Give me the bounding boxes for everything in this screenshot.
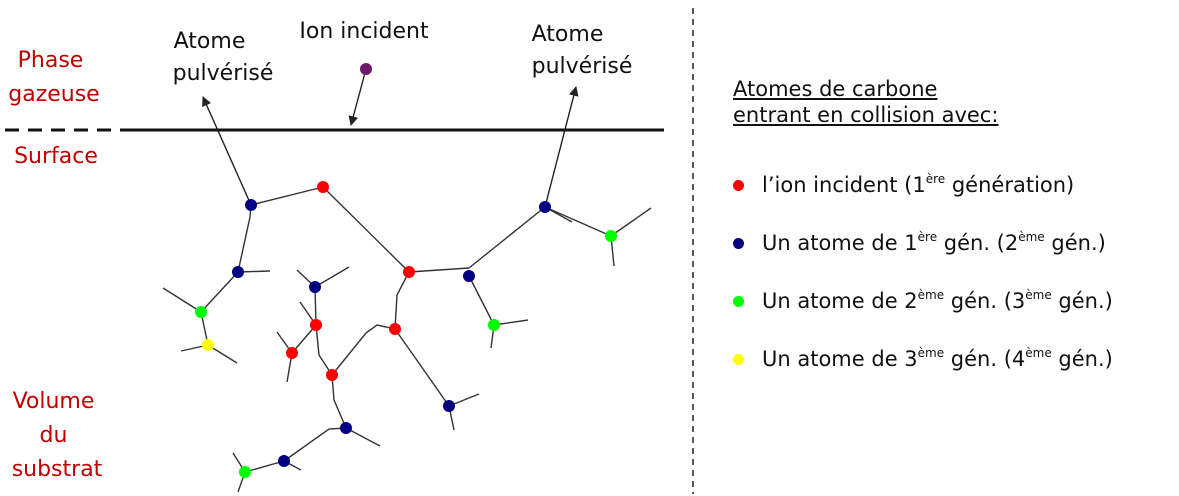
collision-track bbox=[237, 204, 252, 273]
legend-item: Un atome de 1ère gén. (2ème gén.) bbox=[733, 215, 1113, 273]
carbon-atom-gen1 bbox=[403, 266, 415, 278]
collision-track bbox=[331, 374, 347, 429]
collision-track bbox=[322, 186, 410, 273]
legend-item: Un atome de 3ème gén. (4ème gén.) bbox=[733, 331, 1113, 389]
collision-track bbox=[345, 427, 381, 447]
carbon-atom-gen3 bbox=[605, 230, 617, 242]
carbon-atom-gen1 bbox=[286, 347, 298, 359]
carbon-atom-gen1 bbox=[310, 319, 322, 331]
collision-tracks bbox=[162, 186, 652, 493]
carbon-atom-gen3 bbox=[239, 466, 251, 478]
carbon-atom-gen2 bbox=[232, 266, 244, 278]
carbon-atom-gen2 bbox=[278, 455, 290, 467]
legend-dot-icon bbox=[733, 238, 744, 249]
carbon-atom-gen3 bbox=[195, 306, 207, 318]
collision-track bbox=[314, 286, 317, 326]
legend-item-text: l’ion incident (1ère génération) bbox=[762, 172, 1075, 198]
collision-track bbox=[250, 186, 324, 206]
legend-dot-icon bbox=[733, 296, 744, 307]
collision-track bbox=[291, 324, 317, 354]
carbon-atom-gen1 bbox=[317, 181, 329, 193]
surface-label: Surface bbox=[14, 144, 98, 169]
collision-track bbox=[244, 460, 285, 473]
carbon-atom-gen2 bbox=[539, 201, 551, 213]
legend-item-text: Un atome de 2ème gén. (3ème gén.) bbox=[762, 288, 1113, 314]
substrate-volume-label: Volume du substrat bbox=[12, 389, 103, 482]
legend-item-text: Un atome de 1ère gén. (2ème gén.) bbox=[762, 230, 1106, 256]
legend-title-line-2: entrant en collision avec: bbox=[733, 103, 999, 128]
gas-phase-label: Phase gazeuse bbox=[8, 48, 99, 107]
sputtered-atom-right-label: Atome pulvérisé bbox=[532, 22, 633, 79]
collision-track bbox=[544, 206, 612, 237]
collision-track bbox=[331, 324, 396, 376]
collision-track bbox=[468, 275, 495, 326]
legend-dot-icon bbox=[733, 180, 744, 191]
legend-items: l’ion incident (1ère génération) Un atome… bbox=[733, 157, 1113, 389]
trajectory-arrow bbox=[544, 86, 579, 208]
carbon-atom-gen2 bbox=[309, 281, 321, 293]
carbon-atom-gen2 bbox=[245, 199, 257, 211]
collision-track bbox=[408, 267, 470, 273]
carbon-atom-gen2 bbox=[340, 422, 352, 434]
trajectory-arrow bbox=[202, 96, 252, 206]
carbon-atom-gen2 bbox=[463, 270, 475, 282]
collision-track bbox=[610, 207, 652, 237]
collision-track bbox=[468, 206, 546, 269]
carbon-atom-gen2 bbox=[443, 400, 455, 412]
collision-track bbox=[283, 427, 347, 462]
collision-track bbox=[394, 328, 450, 407]
incident-ion-label: Ion incident bbox=[299, 19, 429, 44]
legend-item: l’ion incident (1ère génération) bbox=[733, 157, 1113, 215]
legend-title-line-1: Atomes de carbone bbox=[733, 77, 938, 101]
carbon-atom-gen4 bbox=[202, 339, 214, 351]
legend: Atomes de carbone entrant en collision a… bbox=[733, 76, 1113, 389]
sputtered-atom-left-label: Atome pulvérisé bbox=[173, 29, 274, 86]
trajectory-arrows bbox=[202, 68, 579, 208]
collision-track bbox=[315, 324, 333, 376]
carbon-atom-gen1 bbox=[326, 369, 338, 381]
collision-track bbox=[394, 271, 410, 330]
collision-track bbox=[162, 287, 202, 313]
legend-item-text: Un atome de 3ème gén. (4ème gén.) bbox=[762, 346, 1113, 372]
legend-title: Atomes de carbone entrant en collision a… bbox=[733, 76, 1113, 129]
collision-track bbox=[200, 271, 239, 313]
carbon-atom-gen1 bbox=[389, 323, 401, 335]
legend-dot-icon bbox=[733, 354, 744, 365]
legend-item: Un atome de 2ème gén. (3ème gén.) bbox=[733, 273, 1113, 331]
trajectory-arrow bbox=[348, 68, 367, 126]
carbon-atoms bbox=[195, 63, 617, 478]
incident-ion-atom bbox=[360, 63, 372, 75]
carbon-atom-gen3 bbox=[488, 319, 500, 331]
collision-track bbox=[314, 266, 350, 288]
